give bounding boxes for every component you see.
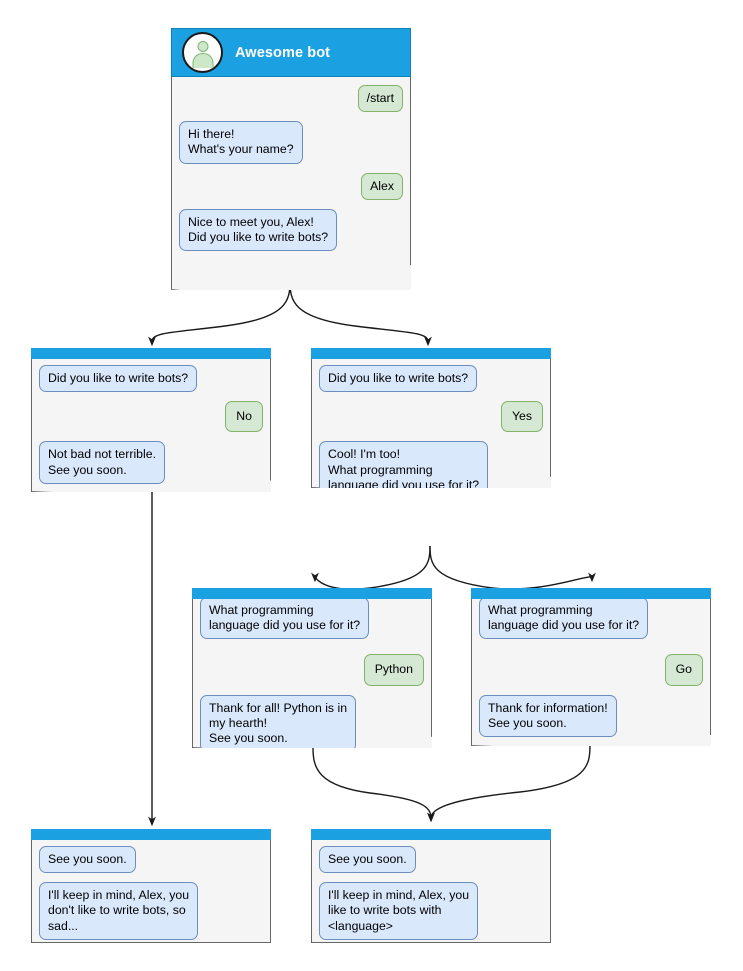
message-bubble-bot[interactable]: What programming language did you use fo…	[200, 599, 370, 640]
message-list: /start Hi there! What's your name? Alex …	[171, 77, 411, 260]
card-header-bar	[471, 588, 711, 599]
message-bubble-user[interactable]: No	[225, 401, 263, 433]
card-header-bar	[311, 829, 551, 840]
message-bubble-bot[interactable]: Nice to meet you, Alex! Did you like to …	[179, 208, 338, 252]
message-bubble-user[interactable]: /start	[357, 85, 403, 113]
card-header-bar: Awesome bot	[171, 28, 411, 77]
card-header-bar	[31, 829, 271, 840]
message-list: See you soon. I'll keep in mind, Alex, y…	[311, 840, 551, 943]
card-body: Did you like to write bots? Yes Cool! I'…	[311, 359, 551, 488]
card-answer-yes[interactable]: Did you like to write bots? Yes Cool! I'…	[311, 348, 551, 488]
card-body: Did you like to write bots? No Not bad n…	[31, 359, 271, 492]
message-bubble-bot[interactable]: Did you like to write bots?	[39, 365, 198, 393]
message-list: Did you like to write bots? No Not bad n…	[31, 359, 271, 492]
message-list: What programming language did you use fo…	[471, 599, 711, 746]
message-bubble-bot[interactable]: Hi there! What's your name?	[179, 121, 303, 164]
message-bubble-bot[interactable]: Thank for information! See you soon.	[479, 694, 617, 738]
message-list: Did you like to write bots? Yes Cool! I'…	[311, 359, 551, 488]
connector-root-to-no	[148, 280, 291, 347]
card-body: /start Hi there! What's your name? Alex …	[171, 77, 411, 290]
connector-root-to-yes	[289, 280, 432, 347]
bot-name-label: Awesome bot	[235, 44, 331, 61]
card-body: What programming language did you use fo…	[471, 599, 711, 746]
card-body: See you soon. I'll keep in mind, Alex, y…	[31, 840, 271, 943]
message-bubble-bot[interactable]: Thank for all! Python is in my hearth! S…	[200, 694, 357, 748]
message-bubble-bot[interactable]: Not bad not terrible. See you soon.	[39, 441, 166, 484]
message-bubble-bot[interactable]: Cool! I'm too! What programming language…	[319, 441, 489, 488]
message-bubble-user[interactable]: Alex	[361, 172, 403, 200]
message-bubble-bot[interactable]: What programming language did you use fo…	[479, 599, 649, 640]
card-body: See you soon. I'll keep in mind, Alex, y…	[311, 840, 551, 943]
message-bubble-bot[interactable]: See you soon.	[39, 846, 136, 874]
message-list: See you soon. I'll keep in mind, Alex, y…	[31, 840, 271, 943]
message-bubble-user[interactable]: Go	[664, 654, 703, 686]
message-bubble-bot[interactable]: See you soon.	[319, 846, 416, 874]
message-bubble-user[interactable]: Yes	[500, 401, 543, 433]
connector-python-to-end-happy	[312, 747, 435, 823]
card-header-bar	[31, 348, 271, 359]
connector-go-to-end-happy	[427, 744, 591, 823]
person-avatar-icon	[182, 32, 223, 73]
message-bubble-user[interactable]: Python	[363, 654, 424, 686]
card-header-bar	[311, 348, 551, 359]
connector-yes-to-python	[311, 545, 431, 590]
card-body: What programming language did you use fo…	[192, 599, 432, 748]
message-bubble-bot[interactable]: I'll keep in mind, Alex, you don't like …	[39, 882, 199, 940]
card-root-conversation[interactable]: Awesome bot /start Hi there! What's your…	[171, 28, 411, 290]
card-header-bar	[192, 588, 432, 599]
card-end-sad[interactable]: See you soon. I'll keep in mind, Alex, y…	[31, 829, 271, 943]
card-answer-python[interactable]: What programming language did you use fo…	[192, 588, 432, 748]
message-bubble-bot[interactable]: I'll keep in mind, Alex, you like to wri…	[319, 882, 479, 940]
message-bubble-bot[interactable]: Did you like to write bots?	[319, 365, 478, 393]
card-answer-no[interactable]: Did you like to write bots? No Not bad n…	[31, 348, 271, 492]
avatar-torso-shape	[192, 53, 213, 68]
card-end-happy[interactable]: See you soon. I'll keep in mind, Alex, y…	[311, 829, 551, 943]
message-list: What programming language did you use fo…	[192, 599, 432, 748]
connector-yes-to-go	[429, 545, 596, 590]
avatar-head-shape	[197, 41, 208, 52]
card-answer-go[interactable]: What programming language did you use fo…	[471, 588, 711, 746]
